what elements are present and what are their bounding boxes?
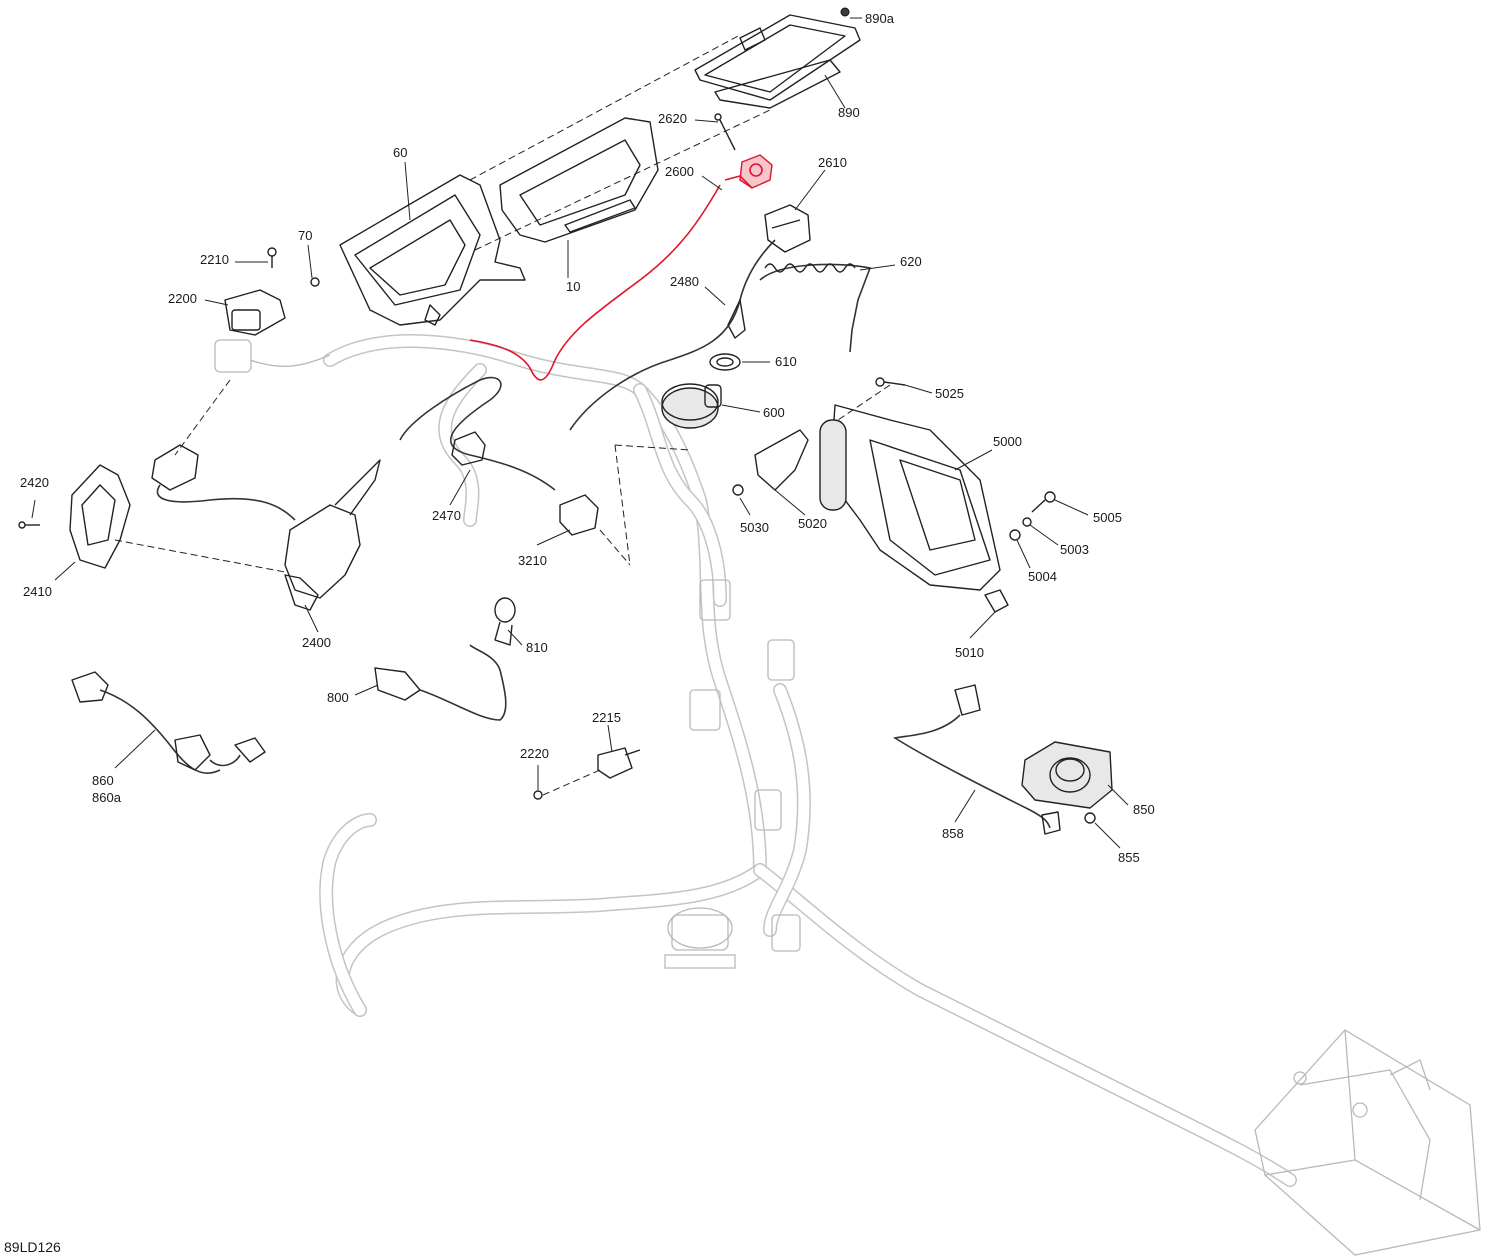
part-890a-fastener[interactable]: [840, 7, 850, 17]
callout-860a: 860a: [92, 790, 122, 805]
part-5000-ecu-module[interactable]: [819, 404, 1001, 591]
callout-2210: 2210: [200, 252, 229, 267]
callout-2480: 2480: [670, 274, 699, 289]
part-5020-bracket[interactable]: [754, 429, 809, 491]
callout-5020: 5020: [798, 516, 827, 531]
part-5004-grommet[interactable]: [1009, 529, 1021, 541]
part-855-screw[interactable]: [1084, 812, 1096, 824]
callout-810: 810: [526, 640, 548, 655]
part-5003-washer[interactable]: [1022, 517, 1032, 527]
part-2620-screw[interactable]: [714, 113, 736, 151]
part-2470-harness[interactable]: [399, 376, 556, 491]
callout-2220: 2220: [520, 746, 549, 761]
part-2400-handlebar-switch[interactable]: [284, 459, 381, 611]
part-810-sensor[interactable]: [494, 597, 516, 646]
callout-10: 10: [566, 279, 580, 294]
callout-800: 800: [327, 690, 349, 705]
callout-2620: 2620: [658, 111, 687, 126]
callout-2215: 2215: [592, 710, 621, 725]
battery-box-ghost: [1254, 1029, 1481, 1256]
part-2480-harness[interactable]: [569, 239, 776, 431]
callout-60: 60: [393, 145, 407, 160]
callout-labels: 890a 890 2620 60 2600 2610 70 2210 10 62…: [20, 11, 1155, 865]
part-3210-connector[interactable]: [559, 494, 599, 536]
callout-600: 600: [763, 405, 785, 420]
part-5025-bolt[interactable]: [875, 377, 906, 387]
part-2215-sensor[interactable]: [597, 747, 641, 779]
callout-2400: 2400: [302, 635, 331, 650]
assembly-dash-lines: [114, 34, 891, 796]
part-2610-connector[interactable]: [764, 204, 811, 253]
callout-850: 850: [1133, 802, 1155, 817]
part-890-cover[interactable]: [694, 14, 861, 109]
callout-2470: 2470: [432, 508, 461, 523]
callout-858: 858: [942, 826, 964, 841]
part-2600-highlighted-component[interactable]: [469, 154, 773, 381]
part-60-cluster-housing[interactable]: [339, 174, 526, 326]
callout-5025: 5025: [935, 386, 964, 401]
callout-5030: 5030: [740, 520, 769, 535]
part-620-coiled-cord[interactable]: [759, 263, 872, 353]
callout-2600: 2600: [665, 164, 694, 179]
part-860-harness[interactable]: [71, 671, 266, 774]
part-858-harness[interactable]: [892, 684, 1061, 835]
part-2200-sensor[interactable]: [224, 289, 286, 336]
part-850-control-module[interactable]: [1021, 741, 1113, 809]
part-5010-clip[interactable]: [984, 589, 1009, 613]
callout-70: 70: [298, 228, 312, 243]
part-600-ignition-switch[interactable]: [661, 299, 746, 429]
callout-5003: 5003: [1060, 542, 1089, 557]
drawing-code: 89LD126: [4, 1239, 61, 1255]
part-800-harness[interactable]: [374, 644, 507, 721]
callout-2200: 2200: [168, 291, 197, 306]
part-2220-screw[interactable]: [533, 790, 543, 800]
part-2210-screw[interactable]: [267, 247, 277, 268]
part-2400-switch-connector[interactable]: [151, 444, 296, 521]
callout-5000: 5000: [993, 434, 1022, 449]
callout-890: 890: [838, 105, 860, 120]
callout-610: 610: [775, 354, 797, 369]
callout-2420: 2420: [20, 475, 49, 490]
callout-5004: 5004: [1028, 569, 1057, 584]
ghosted-main-harness: [214, 334, 1481, 1256]
callout-855: 855: [1118, 850, 1140, 865]
callout-620: 620: [900, 254, 922, 269]
part-70-nut[interactable]: [310, 277, 320, 287]
callout-890a: 890a: [865, 11, 895, 26]
part-5030-nut[interactable]: [732, 484, 744, 496]
callout-860: 860: [92, 773, 114, 788]
part-10-instrument-display[interactable]: [499, 117, 659, 243]
part-5005-bolt[interactable]: [1031, 491, 1056, 513]
callout-5005: 5005: [1093, 510, 1122, 525]
part-2410-cover[interactable]: [69, 464, 131, 569]
callout-leaders: [31, 17, 1129, 849]
part-2420-screw[interactable]: [18, 521, 40, 529]
callout-2610: 2610: [818, 155, 847, 170]
callout-5010: 5010: [955, 645, 984, 660]
part-2470-connector[interactable]: [451, 431, 486, 466]
callout-2410: 2410: [23, 584, 52, 599]
callout-3210: 3210: [518, 553, 547, 568]
part-610-ring[interactable]: [709, 353, 741, 371]
